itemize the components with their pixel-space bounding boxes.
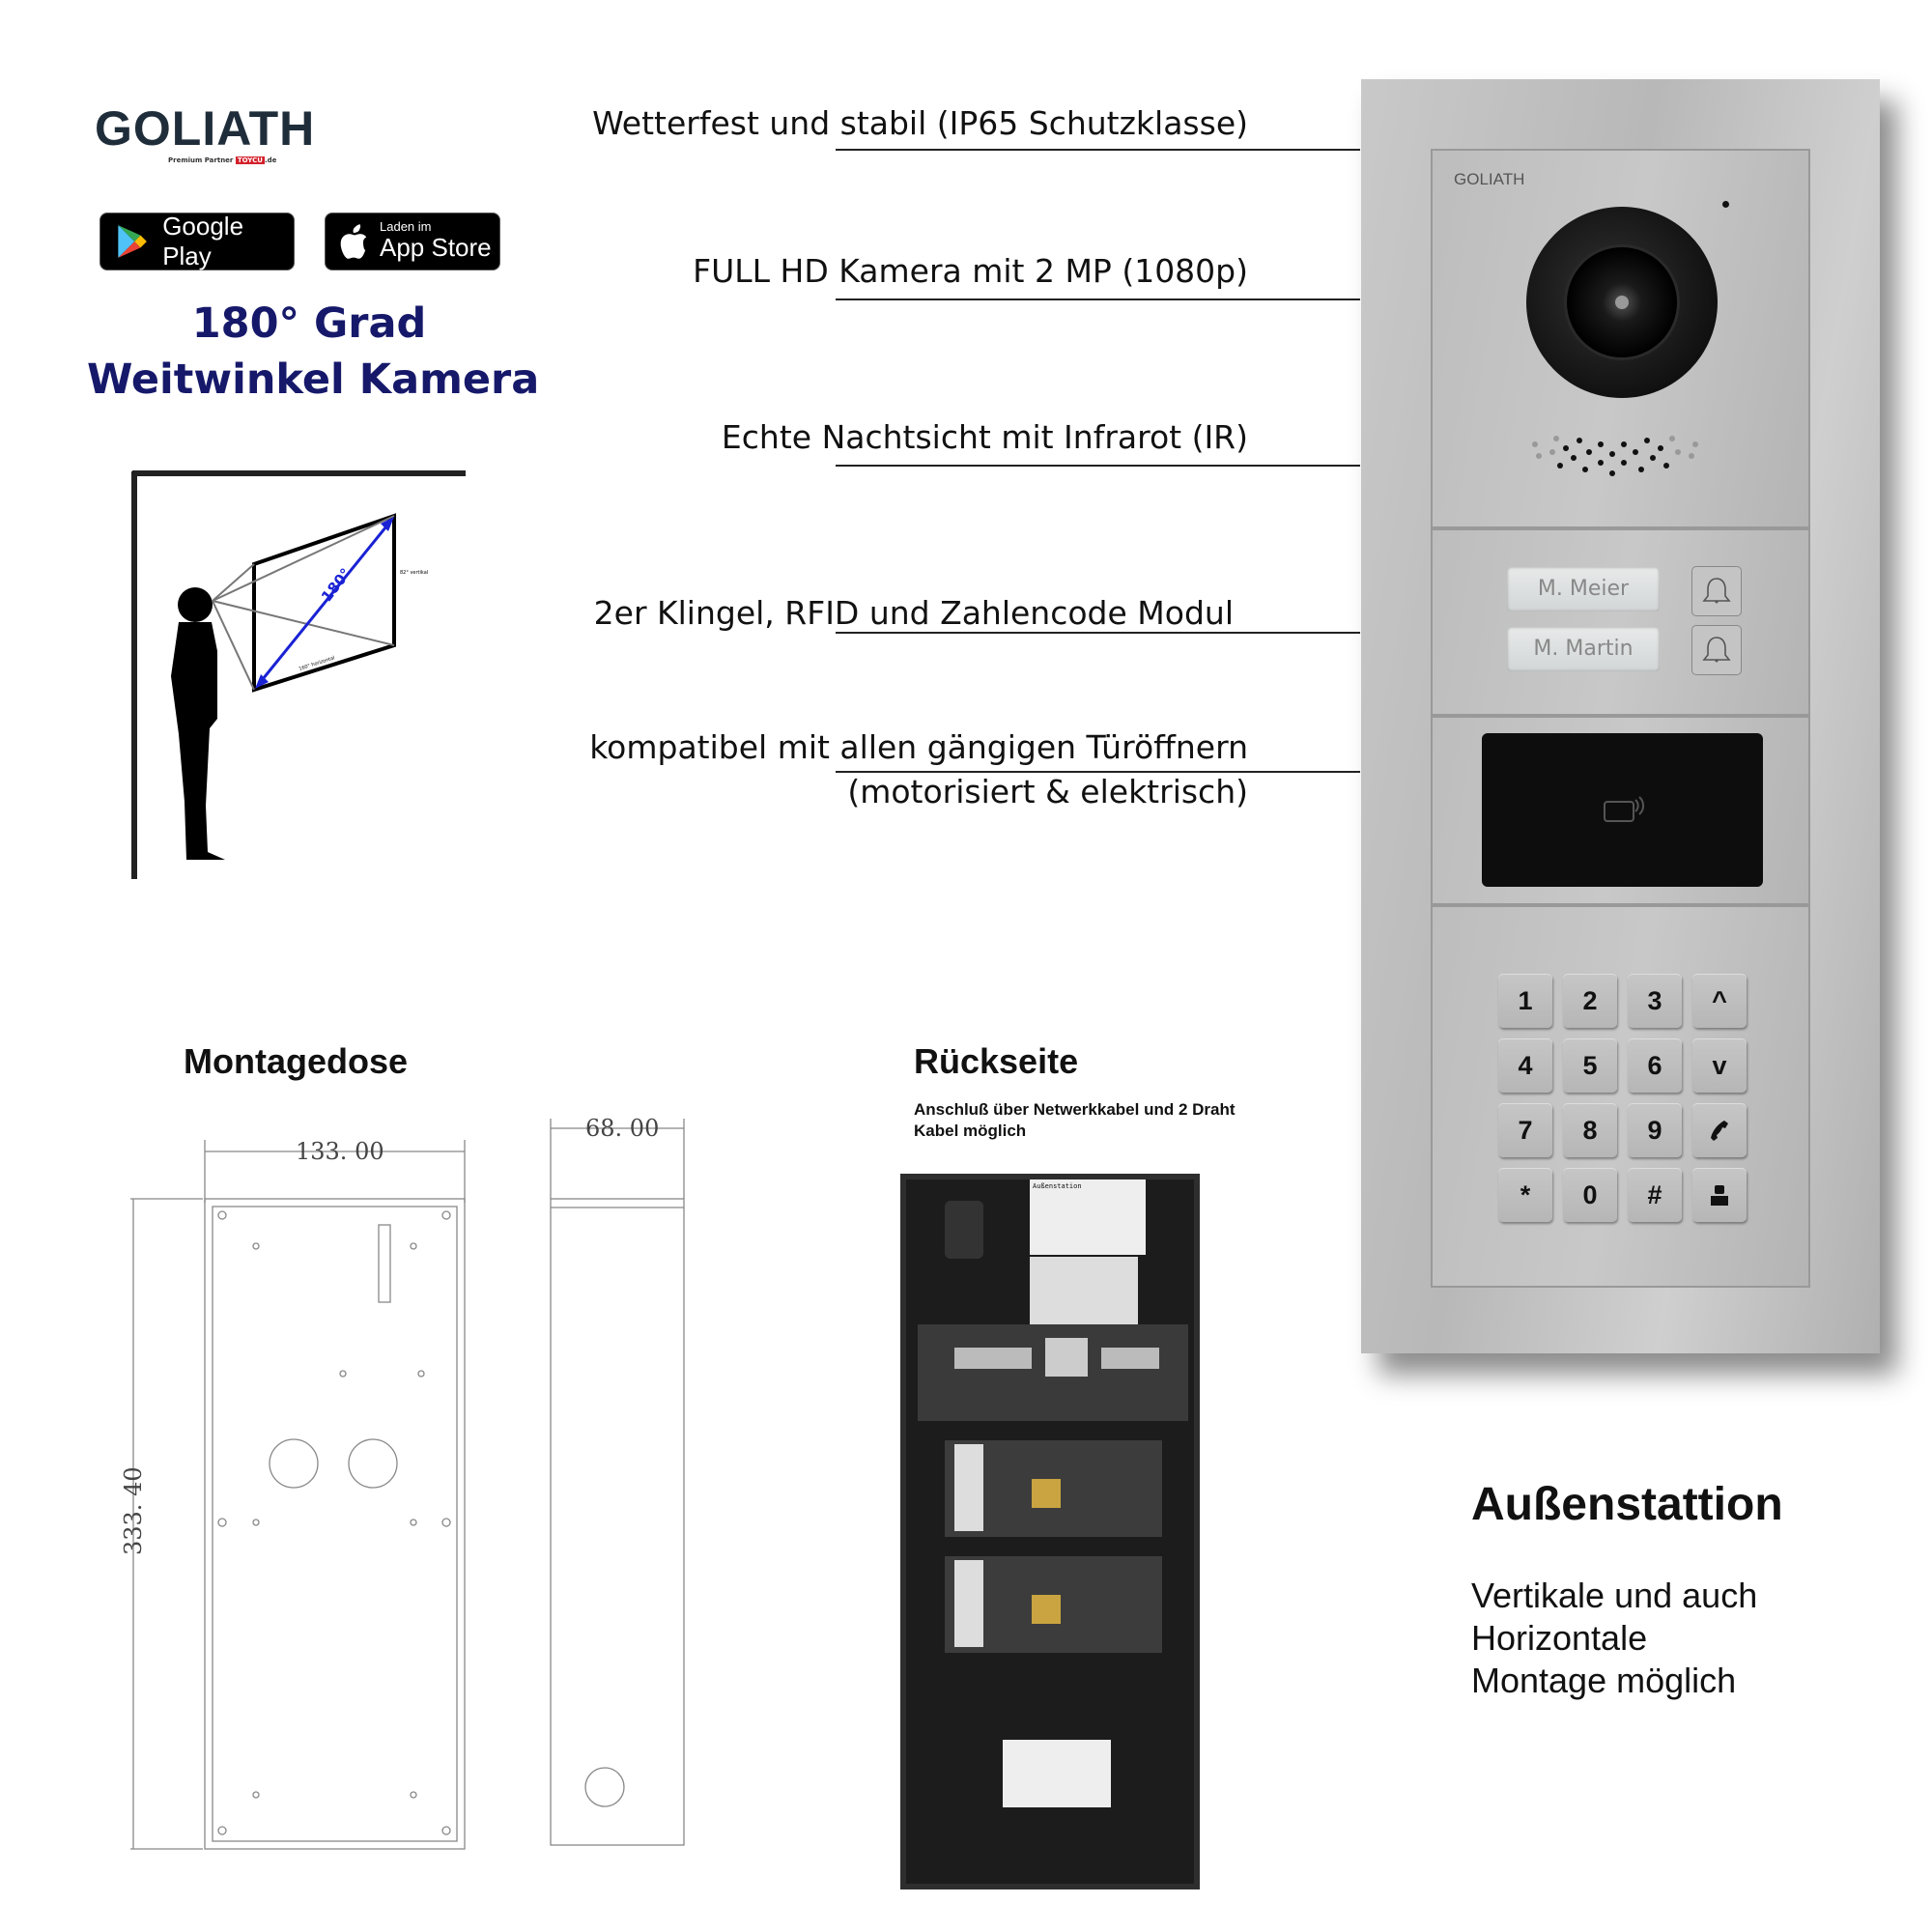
headline-line1: 180° Grad [191, 299, 427, 348]
key-3[interactable]: 3 [1628, 974, 1682, 1028]
camera-lens [1526, 207, 1718, 398]
key-2[interactable]: 2 [1563, 974, 1617, 1028]
callout-line [836, 298, 1360, 300]
fov-arrow [257, 521, 392, 685]
person-silhouette-icon [171, 587, 225, 860]
key-phone[interactable] [1692, 1103, 1747, 1157]
camera-module: GOLIATH [1431, 149, 1810, 528]
app-store-small-label: Laden im [380, 219, 432, 234]
feature-modules: 2er Klingel, RFID und Zahlencode Modul [593, 594, 1234, 632]
terminal-label [1030, 1257, 1138, 1324]
feature-compatible-detail: (motorisiert & elektrisch) [847, 773, 1248, 810]
key-*[interactable]: * [1498, 1168, 1552, 1222]
feature-night-vision: Echte Nachtsicht mit Infrarot (IR) [721, 418, 1248, 456]
module-slot-1 [945, 1440, 1162, 1537]
depth-dimension: 68. 00 [585, 1115, 659, 1142]
rfid-reader[interactable] [1482, 733, 1763, 887]
feature-weatherproof: Wetterfest und stabil (IP65 Schutzklasse… [592, 104, 1248, 142]
callout-line [836, 465, 1360, 467]
caption-line2: Kabel möglich [914, 1122, 1027, 1140]
bell-button-1[interactable] [1691, 566, 1742, 616]
phone-icon [1707, 1103, 1732, 1157]
caption-line1: Anschluß über Netwerkkabel und 2 Draht [914, 1100, 1236, 1119]
light-sensor [1722, 201, 1729, 208]
speaker-grille-icon [1532, 436, 1698, 476]
aussen-description: Vertikale und auch Horizontale Montage m… [1471, 1575, 1757, 1702]
module-slot-2 [945, 1556, 1162, 1653]
google-play-label: Google Play [162, 212, 244, 270]
feature-compatible: kompatibel mit allen gängigen Türöffnern [589, 728, 1248, 766]
rueckseite-caption: Anschluß über Netwerkkabel und 2 Draht K… [914, 1099, 1236, 1142]
cable-clamp [945, 1201, 983, 1259]
bell-icon [1702, 637, 1731, 663]
key-^[interactable]: ^ [1692, 974, 1747, 1028]
key-1[interactable]: 1 [1498, 974, 1552, 1028]
feature-camera: FULL HD Kamera mit 2 MP (1080p) [693, 252, 1248, 290]
key-4[interactable]: 4 [1498, 1038, 1552, 1093]
user-icon [1708, 1168, 1731, 1222]
rfid-card-icon [1603, 795, 1644, 822]
callout-line [836, 771, 1360, 773]
name-plate-1: M. Meier [1507, 567, 1660, 611]
connector-board [918, 1324, 1188, 1421]
fov-diagram: 180° 82° vertikal 160° horizontal [131, 470, 466, 879]
mounting-box-drawing: 133. 00 333. 40 68. 00 [120, 1115, 685, 1850]
key-8[interactable]: 8 [1563, 1103, 1617, 1157]
rfid-module [1431, 716, 1810, 905]
width-dimension: 133. 00 [296, 1138, 384, 1165]
bell-button-2[interactable] [1691, 625, 1742, 675]
key-user[interactable] [1692, 1168, 1747, 1222]
goliath-logo: GOLIATH Premium Partner TOYCU.de [95, 101, 316, 166]
back-side-photo: Außenstation [900, 1174, 1200, 1889]
key-#[interactable]: # [1628, 1168, 1682, 1222]
key-v[interactable]: v [1692, 1038, 1747, 1093]
bell-icon [1702, 578, 1731, 604]
key-9[interactable]: 9 [1628, 1103, 1682, 1157]
product-label-2 [1003, 1740, 1111, 1807]
partner-text: Premium Partner TOYCU.de [168, 156, 277, 164]
vertical-label: 82° vertikal [400, 570, 428, 576]
device-logo: GOLIATH [1454, 170, 1525, 188]
app-store-badge[interactable]: Laden im App Store [325, 213, 500, 270]
callout-line [836, 632, 1360, 634]
aussen-title: Außenstattion [1471, 1479, 1783, 1530]
key-6[interactable]: 6 [1628, 1038, 1682, 1093]
headline-line2: Weitwinkel Kamera [87, 355, 540, 404]
height-dimension: 333. 40 [120, 1466, 147, 1555]
apple-icon [340, 224, 367, 259]
product-label: Außenstation [1030, 1179, 1146, 1255]
aussen-line: Horizontale [1471, 1618, 1648, 1658]
aussen-line: Montage möglich [1471, 1661, 1737, 1700]
logo-text: GOLIATH [95, 101, 316, 156]
google-play-icon [118, 225, 147, 258]
rueckseite-title: Rückseite [914, 1041, 1079, 1081]
key-5[interactable]: 5 [1563, 1038, 1617, 1093]
google-play-badge[interactable]: Google Play [99, 212, 295, 270]
bell-module: M. Meier M. Martin [1431, 528, 1810, 716]
view-rays [212, 515, 395, 691]
key-7[interactable]: 7 [1498, 1103, 1552, 1157]
key-0[interactable]: 0 [1563, 1168, 1617, 1222]
aussen-line: Vertikale und auch [1471, 1576, 1758, 1615]
montagedose-title: Montagedose [184, 1041, 409, 1081]
app-store-label: App Store [380, 233, 492, 262]
name-plate-2: M. Martin [1507, 627, 1660, 671]
callout-line [836, 149, 1360, 151]
